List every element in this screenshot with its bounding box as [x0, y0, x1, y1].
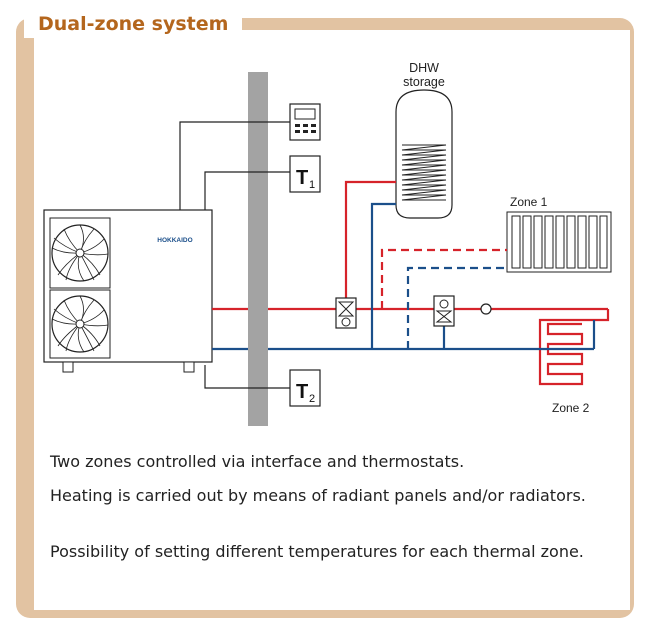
- control-wiring: [179, 121, 290, 389]
- dhw-label-line1: DHW: [409, 61, 439, 75]
- thermostat-t2-letter: T: [296, 381, 308, 403]
- interface-controller: [289, 103, 321, 141]
- card-title-text: Dual-zone system: [38, 13, 229, 35]
- zone1-supply-pipe: [380, 248, 507, 309]
- thermostat-t2: T 2: [289, 369, 321, 407]
- thermostat-t2-index: 2: [309, 393, 315, 405]
- zone1-radiator: [506, 211, 612, 273]
- return-pipes: [212, 202, 596, 351]
- mixing-valve-icon: [433, 295, 455, 327]
- description-line-1: Two zones controlled via interface and t…: [50, 452, 465, 471]
- heat-pump-unit: HOKKAIDO: [43, 209, 213, 373]
- zone2-label: Zone 2: [552, 401, 590, 415]
- fan-top-icon: [51, 224, 109, 282]
- card-title: Dual-zone system: [24, 10, 243, 38]
- building-wall: [248, 72, 268, 426]
- description-line-2: Heating is carried out by means of radia…: [50, 486, 586, 505]
- description-line-3: Possibility of setting different tempera…: [50, 542, 584, 561]
- thermostat-t1-letter: T: [296, 167, 308, 189]
- dhw-storage-tank: [395, 89, 453, 219]
- dhw-label-line2: storage: [403, 75, 445, 89]
- system-diagram: T 1 T 2 DHW storage Zone 1 Zone 2: [43, 61, 612, 426]
- fan-bottom-icon: [51, 295, 109, 353]
- brand-logo: HOKKAIDO: [157, 237, 192, 244]
- diverter-valve-icon: [335, 297, 357, 329]
- circulation-pump-icon: [480, 303, 492, 315]
- thermostat-t1-index: 1: [309, 179, 315, 191]
- zone1-label: Zone 1: [510, 195, 548, 209]
- thermostat-t1: T 1: [289, 155, 321, 193]
- zone1-return-pipe: [406, 266, 507, 349]
